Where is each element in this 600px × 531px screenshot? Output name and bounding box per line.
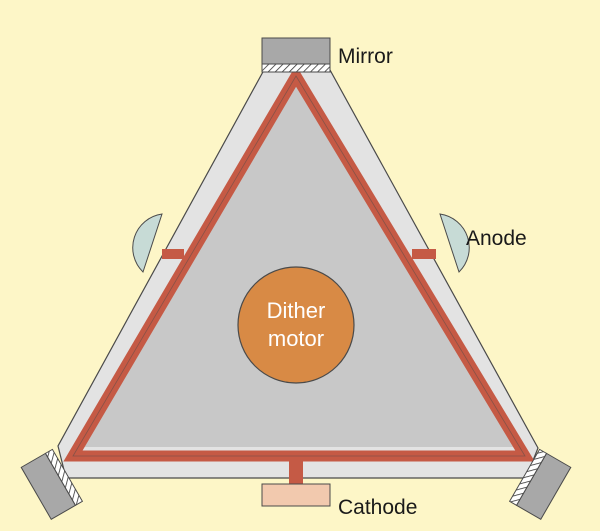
anode-right xyxy=(439,213,470,273)
mirror-top-coating xyxy=(261,63,331,73)
mirror-bottom-left xyxy=(20,448,84,521)
anode-label: Anode xyxy=(466,227,527,250)
cathode-label: Cathode xyxy=(338,496,417,519)
mirror-top xyxy=(261,37,331,65)
anode-left xyxy=(132,213,163,273)
mirror-label: Mirror xyxy=(338,45,393,68)
dither-motor-label-line2: motor xyxy=(268,326,324,351)
gyro-block xyxy=(80,84,520,447)
dither-motor xyxy=(237,266,355,384)
mirror-bottom-right xyxy=(508,448,572,521)
dither-motor-label-line1: Dither xyxy=(267,298,326,323)
cathode xyxy=(261,483,331,507)
laser-path-outline xyxy=(72,75,526,457)
